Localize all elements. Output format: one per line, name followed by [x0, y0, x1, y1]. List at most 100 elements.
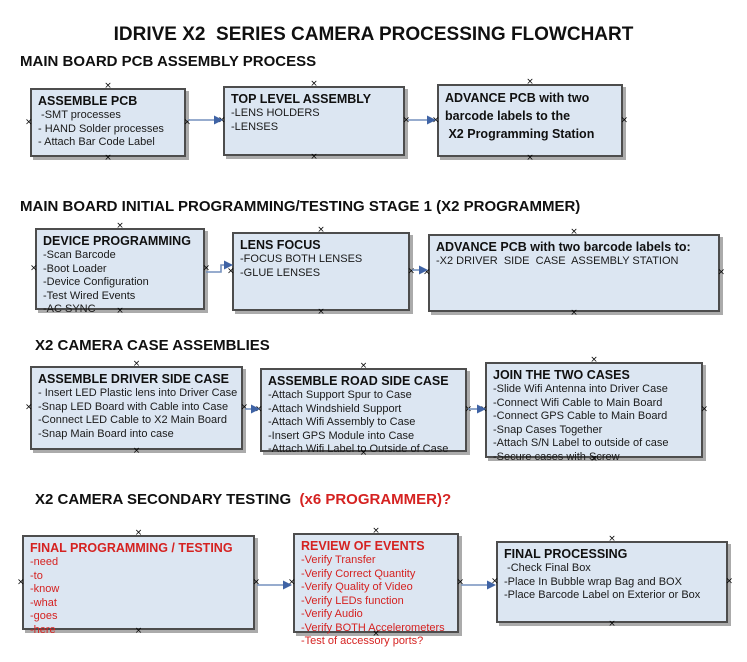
- flow-box-join-the-two-cases: JOIN THE TWO CASES -Slide Wifi Antenna i…: [480, 356, 708, 464]
- anchor-x-mark: ×: [700, 404, 708, 415]
- section-heading-initial-programming: MAIN BOARD INITIAL PROGRAMMING/TESTING S…: [20, 198, 580, 216]
- flow-box-review-of-events: REVIEW OF EVENTS -Verify Transfer -Verif…: [288, 527, 464, 648]
- anchor-x-mark: ×: [590, 454, 598, 464]
- anchor-x-mark: ×: [288, 577, 296, 588]
- box-item: -FOCUS BOTH LENSES: [240, 253, 363, 265]
- box-title: ASSEMBLE DRIVER SIDE CASE: [38, 372, 230, 386]
- box-title: FINAL PROGRAMMING / TESTING: [30, 541, 233, 555]
- box-item: -LENSES: [231, 120, 279, 133]
- box-item: -LENS HOLDERS: [231, 107, 320, 119]
- anchor-x-mark: ×: [359, 361, 368, 371]
- heading-suffix-red: (x6 PROGRAMMER)?: [295, 491, 452, 508]
- box-item: -Attach Support Spur to Case: [268, 389, 412, 401]
- anchor-x-mark: ×: [134, 626, 143, 636]
- flow-box-top-level-assembly: TOP LEVEL ASSEMBLY -LENS HOLDERS -LENSES…: [218, 80, 410, 162]
- box-item: -Verify Audio: [301, 608, 363, 620]
- anchor-x-mark: ×: [464, 404, 472, 415]
- anchor-x-mark: ×: [252, 577, 260, 587]
- anchor-x-mark: ×: [317, 225, 325, 235]
- box-title: FINAL PROCESSING: [504, 547, 628, 561]
- box-item: -Snap LED Board with Cable into Case: [38, 400, 229, 413]
- anchor-x-mark: ×: [526, 77, 534, 87]
- box-title: DEVICE PROGRAMMING: [43, 234, 191, 248]
- box-item: -Connect Wifi Cable to Main Board: [493, 396, 663, 409]
- anchor-x-mark: ×: [372, 526, 380, 536]
- flow-box-device-programming: DEVICE PROGRAMMING -Scan Barcode -Boot L…: [30, 222, 210, 316]
- box-item: -Connect GPS Cable to Main Board: [493, 410, 668, 422]
- anchor-x-mark: ×: [480, 404, 488, 415]
- anchor-x-mark: ×: [227, 266, 235, 276]
- flow-box-assemble-pcb: ASSEMBLE PCB -SMT processes - HAND Solde…: [25, 82, 191, 163]
- box-item: -Verify Quality of Video: [301, 581, 413, 593]
- anchor-x-mark: ×: [590, 355, 598, 365]
- heading-text: MAIN BOARD PCB ASSEMBLY PROCESS: [20, 53, 317, 70]
- box-item: -Place Barcode Label on Exterior or Box: [504, 589, 701, 601]
- box-item: -know: [30, 583, 60, 595]
- box-item: -Snap Cases Together: [493, 423, 603, 436]
- anchor-x-mark: ×: [456, 577, 464, 588]
- box-item: - Attach Bar Code Label: [38, 136, 155, 148]
- flowchart-title: IDRIVE X2 SERIES CAMERA PROCESSING FLOWC…: [113, 24, 634, 45]
- anchor-x-mark: ×: [116, 221, 124, 231]
- box-item: -here: [30, 623, 56, 636]
- box-item: -Verify LEDs function: [301, 594, 404, 607]
- anchor-x-mark: ×: [310, 79, 318, 89]
- box-item: -Device Configuration: [43, 276, 149, 288]
- anchor-x-mark: ×: [183, 117, 191, 127]
- flow-box-assemble-driver-side-case: ASSEMBLE DRIVER SIDE CASE - Insert LED P…: [25, 360, 248, 456]
- box-item: -Insert GPS Module into Case: [268, 429, 415, 442]
- anchor-x-mark: ×: [725, 576, 733, 587]
- box-item: -X2 DRIVER SIDE CASE ASSEMBLY STATION: [436, 255, 679, 267]
- anchor-x-mark: ×: [25, 402, 33, 413]
- box-item: -what: [30, 596, 57, 609]
- flow-box-final-programming-testing: FINAL PROGRAMMING / TESTING -need -to -k…: [17, 529, 260, 636]
- anchor-x-mark: ×: [608, 534, 616, 544]
- anchor-x-mark: ×: [116, 306, 124, 316]
- box-title: ADVANCE PCB with two: [445, 91, 590, 105]
- box-item: - Insert LED Plastic lens into Driver Ca…: [38, 387, 238, 399]
- box-title: REVIEW OF EVENTS: [301, 539, 425, 553]
- anchor-x-mark: ×: [104, 153, 112, 163]
- anchor-x-mark: ×: [423, 267, 431, 278]
- heading-text: MAIN BOARD INITIAL PROGRAMMING/TESTING S…: [20, 198, 581, 215]
- box-item: -Verify BOTH Accelerometers: [301, 621, 445, 634]
- box-item: -Snap Main Board into case: [38, 427, 174, 440]
- box-item: X2 Programming Station: [445, 127, 595, 141]
- anchor-x-mark: ×: [218, 115, 226, 126]
- box-item: -AC SYNC: [43, 303, 96, 315]
- anchor-x-mark: ×: [717, 267, 725, 278]
- box-item: -Attach Wifi Label to Outside of Case: [268, 443, 449, 455]
- box-item: -need: [30, 556, 59, 568]
- anchor-x-mark: ×: [202, 263, 210, 274]
- box-title: LENS FOCUS: [240, 238, 321, 252]
- box-item-overflow: -Test of accessory ports?: [301, 635, 424, 647]
- anchor-x-mark: ×: [407, 266, 415, 276]
- flow-box-final-processing: FINAL PROCESSING -Check Final Box -Place…: [491, 535, 733, 629]
- box-title: JOIN THE TWO CASES: [493, 368, 630, 382]
- anchor-x-mark: ×: [134, 528, 143, 538]
- anchor-x-mark: ×: [30, 263, 38, 274]
- box-title: ADVANCE PCB with two barcode labels to:: [436, 240, 691, 254]
- box-item: -Place In Bubble wrap Bag and BOX: [504, 575, 682, 588]
- anchor-x-mark: ×: [620, 115, 628, 125]
- box-item: barcode labels to the: [445, 109, 571, 123]
- box-item: -Scan Barcode: [43, 249, 116, 261]
- anchor-x-mark: ×: [104, 81, 112, 91]
- anchor-x-mark: ×: [372, 629, 380, 639]
- anchor-x-mark: ×: [570, 227, 578, 237]
- box-title: ASSEMBLE ROAD SIDE CASE: [268, 374, 449, 388]
- box-item: -Test Wired Events: [43, 289, 136, 302]
- box-item: -GLUE LENSES: [240, 266, 321, 279]
- anchor-x-mark: ×: [526, 153, 534, 163]
- box-item: -Attach S/N Label to outside of case: [493, 437, 669, 449]
- section-heading-secondary-testing: X2 CAMERA SECONDARY TESTING (x6 PROGRAMM…: [35, 491, 451, 509]
- anchor-x-mark: ×: [491, 576, 499, 587]
- anchor-x-mark: ×: [240, 402, 248, 413]
- anchor-x-mark: ×: [432, 115, 440, 125]
- box-item: -SMT processes: [38, 109, 121, 121]
- box-item: -Verify Transfer: [301, 554, 376, 566]
- section-heading-pcb-assembly: MAIN BOARD PCB ASSEMBLY PROCESS: [20, 53, 316, 71]
- anchor-x-mark: ×: [570, 308, 578, 318]
- box-item: -Secure cases with Screw: [493, 450, 620, 463]
